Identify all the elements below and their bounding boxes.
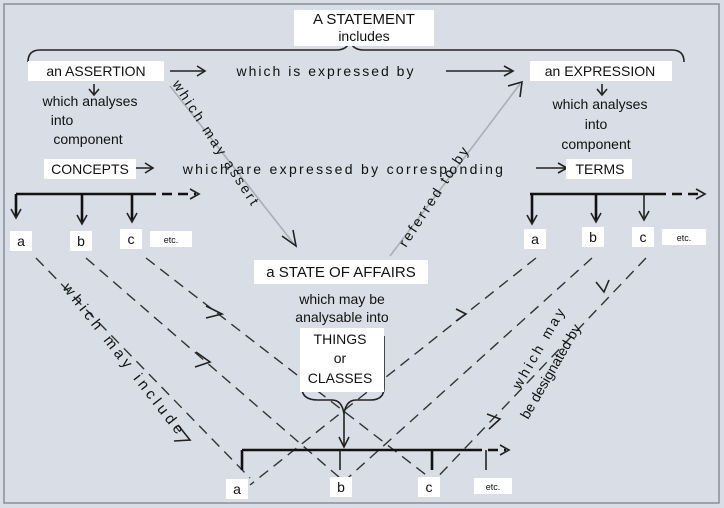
- terms-label: TERMS: [576, 161, 625, 177]
- analyses-left-1: which analyses: [42, 93, 138, 109]
- left-item-c: c: [128, 231, 135, 247]
- analyses-left-2: into: [51, 112, 74, 128]
- left-bracket: [10, 188, 201, 226]
- things-brace: [301, 336, 385, 449]
- assertion-label: an ASSERTION: [46, 63, 145, 79]
- label-boxes: [10, 10, 706, 499]
- dash-arrowheads: [173, 279, 610, 442]
- analyses-left-3: component: [53, 131, 122, 147]
- statement-sub: includes: [338, 28, 389, 44]
- right-item-c: c: [640, 229, 647, 245]
- analyses-right-3: component: [561, 136, 630, 152]
- right-item-etc: etc.: [677, 233, 692, 243]
- things-label: THINGS: [314, 331, 367, 347]
- analysable-1: which may be: [298, 291, 385, 307]
- right-item-a: a: [531, 231, 539, 247]
- expressed-by-label: which is expressed by: [236, 63, 416, 79]
- left-item-b: b: [77, 233, 85, 249]
- bottom-bracket: [240, 444, 511, 470]
- analyses-right-1: which analyses: [552, 96, 648, 112]
- bottom-item-a: a: [233, 481, 241, 497]
- bottom-item-etc: etc.: [486, 482, 501, 492]
- dashed-links: [35, 257, 647, 486]
- referred-arrow: [389, 80, 523, 257]
- right-item-b: b: [589, 229, 597, 245]
- statement-title: A STATEMENT: [313, 11, 415, 28]
- bottom-item-b: b: [337, 479, 345, 495]
- assert-arrow: [169, 85, 298, 248]
- right-bracket: [526, 188, 707, 226]
- expression-label: an EXPRESSION: [545, 63, 656, 79]
- state-of-affairs-label: a STATE OF AFFAIRS: [266, 264, 415, 281]
- bottom-item-c: c: [426, 479, 433, 495]
- analysable-2: analysable into: [295, 309, 389, 325]
- corresponding-label: which are expressed by corresponding: [182, 161, 506, 177]
- left-item-a: a: [17, 233, 25, 249]
- or-label: or: [334, 350, 347, 366]
- classes-label: CLASSES: [308, 370, 373, 386]
- diagram-frame: [3, 3, 720, 504]
- left-item-etc: etc.: [164, 235, 179, 245]
- analyses-right-2: into: [585, 116, 608, 132]
- concepts-label: CONCEPTS: [51, 161, 129, 177]
